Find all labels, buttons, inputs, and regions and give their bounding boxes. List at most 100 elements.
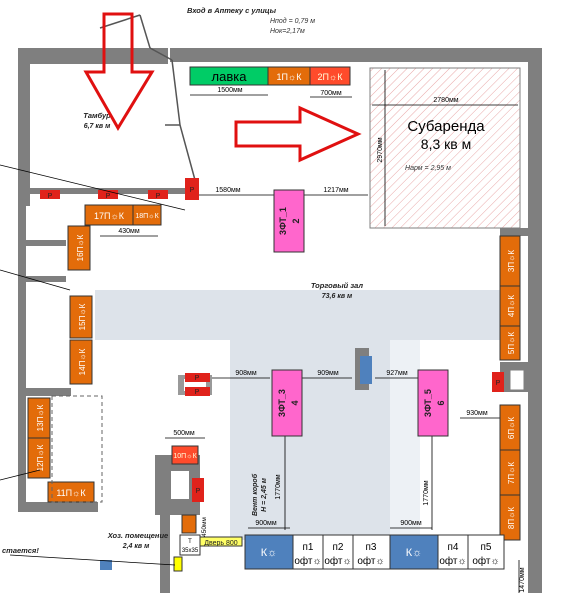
cell-2-oft: офт☼: [324, 555, 351, 567]
dim-1470: 1470мм: [519, 567, 526, 592]
shelf-17-label: 17П☼К: [94, 211, 125, 221]
grey-floor-area-top: [95, 290, 500, 340]
t-block-size: 35x35: [182, 548, 199, 554]
cell-1-label: п1: [303, 542, 314, 553]
sublease-title: Субаренда: [407, 118, 485, 135]
dim-1770-left: 1770мм: [275, 474, 282, 499]
walls: [18, 48, 542, 593]
dim-1217: 1217мм: [323, 187, 348, 194]
dim-450: 450мм: [201, 517, 208, 537]
table-3-label: 3ФТ_3: [277, 389, 287, 417]
entrance-door: [99, 14, 196, 181]
vent-shaft-label: Вент короб: [251, 473, 259, 516]
counter-k2: [389, 534, 439, 570]
dashed-outline: [51, 395, 103, 503]
shelf-4-label: 4П☼К: [507, 295, 516, 318]
shelf-18: [132, 204, 162, 226]
pillar-inner: [169, 469, 191, 501]
cell-2-label: п2: [333, 542, 344, 553]
shelf-6-label: 6П☼К: [507, 417, 516, 440]
dim-500: 500мм: [173, 430, 194, 437]
table-5-num: 6: [436, 400, 446, 405]
marker-p-4: [185, 178, 199, 200]
svg-text:Р: Р: [196, 488, 201, 495]
dim-700: 700мм: [320, 90, 341, 97]
dim-2780: 2780мм: [433, 97, 458, 104]
shelf-5-label: 5П☼К: [507, 332, 516, 355]
marker-p-8: [192, 478, 204, 502]
yellow-marker: [173, 556, 183, 572]
vent-shaft-height: Н = 2,45 м: [261, 477, 268, 512]
grey-floor-area-right: [390, 340, 420, 540]
table-5-label: 3ФТ_5: [423, 389, 433, 417]
entrance-height-window: Нок=2,17м: [270, 28, 305, 35]
vestibule-area: 6,7 кв м: [84, 123, 111, 130]
vestibule-label: Тамбур: [83, 111, 111, 120]
svg-text:Р: Р: [106, 193, 111, 200]
marker-p-3: [148, 190, 168, 199]
marker-p-7: [492, 372, 504, 392]
cell-3-label: п3: [366, 542, 377, 553]
dim-908: 908мм: [235, 370, 256, 377]
blue-square: [100, 560, 112, 570]
sublease-area-text: 8,3 кв м: [421, 136, 471, 152]
shelf-11: [47, 481, 95, 503]
marker-p-1: [40, 190, 60, 199]
table-1-num: 2: [291, 218, 301, 223]
shelf-3-label: 3П☼К: [507, 250, 516, 273]
shelf-14: [69, 339, 93, 385]
table-1: [273, 189, 305, 253]
shelf-8: [499, 494, 521, 541]
dim-909: 909мм: [317, 370, 338, 377]
shelf-15: [69, 295, 93, 339]
arrow-down: [83, 12, 155, 131]
dim-430: 430мм: [118, 228, 139, 235]
shelf-18-label: 18П☼К: [135, 213, 159, 220]
dimension-lines: [100, 70, 520, 593]
dim-900-left: 900мм: [255, 520, 276, 527]
sales-hall-label: Торговый зал: [311, 281, 364, 290]
warning-text: стается!: [2, 546, 39, 555]
cell-3-oft: офт☼: [357, 555, 384, 567]
dim-1500: 1500мм: [217, 87, 242, 94]
table-3-num: 4: [290, 400, 300, 405]
shelf-14-label: 14П☼К: [78, 348, 87, 375]
counter-k1-label: К☼: [261, 547, 278, 559]
cell-5-label: п5: [481, 542, 492, 553]
dim-900-right: 900мм: [400, 520, 421, 527]
shelf-16: [67, 225, 91, 271]
sublease-height-text: Нарм = 2,95 м: [405, 165, 451, 172]
svg-text:Р: Р: [195, 375, 200, 382]
marker-p-5: [185, 373, 210, 382]
cell-5-oft: офт☼: [472, 555, 499, 567]
svg-text:Р: Р: [195, 389, 200, 396]
cell-4-label: п4: [448, 542, 459, 553]
shelf-10: [171, 445, 199, 465]
svg-text:Р: Р: [156, 193, 161, 200]
pointer-lines: [0, 164, 186, 566]
t-block-label: Т: [188, 539, 192, 545]
table-3: [271, 369, 303, 437]
sublease-area: [369, 67, 521, 229]
shelf-12: [27, 437, 51, 479]
arrow-right: [234, 105, 362, 163]
shelf-13-label: 13П☼К: [36, 404, 45, 431]
shelf-1-label: 1П☼К: [277, 72, 303, 82]
door-label: Дверь 800: [204, 540, 238, 547]
window-right: [509, 369, 525, 391]
dim-1770-right: 1770мм: [423, 480, 430, 505]
cell-1-oft: офт☼: [294, 555, 321, 567]
entrance-label: Вход в Аптеку с улицы: [187, 6, 277, 15]
entrance-height-floor: Нпод = 0,79 м: [270, 17, 315, 25]
marker-p-6: [185, 387, 210, 396]
dim-927: 927мм: [386, 370, 407, 377]
dim-1580: 1580мм: [215, 187, 240, 194]
shelf-10-label: 10П☼К: [173, 453, 197, 460]
stand-center-blue: [360, 356, 372, 384]
shelf-5: [499, 325, 521, 361]
svg-text:Р: Р: [48, 193, 53, 200]
shelf-12-label: 12П☼К: [36, 444, 45, 471]
utility-room-area: 2,4 кв м: [122, 543, 150, 550]
shelf-2: [309, 66, 351, 86]
